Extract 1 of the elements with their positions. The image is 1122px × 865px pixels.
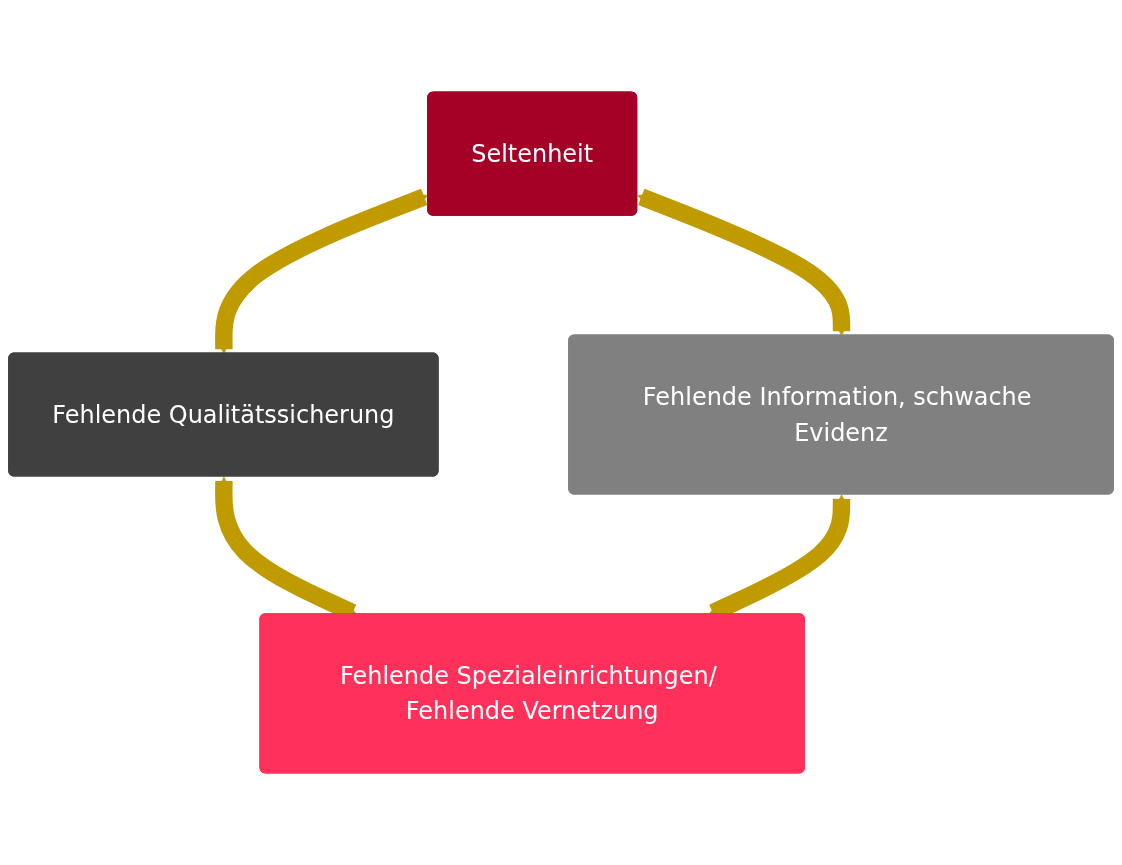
arrow [637,188,851,336]
